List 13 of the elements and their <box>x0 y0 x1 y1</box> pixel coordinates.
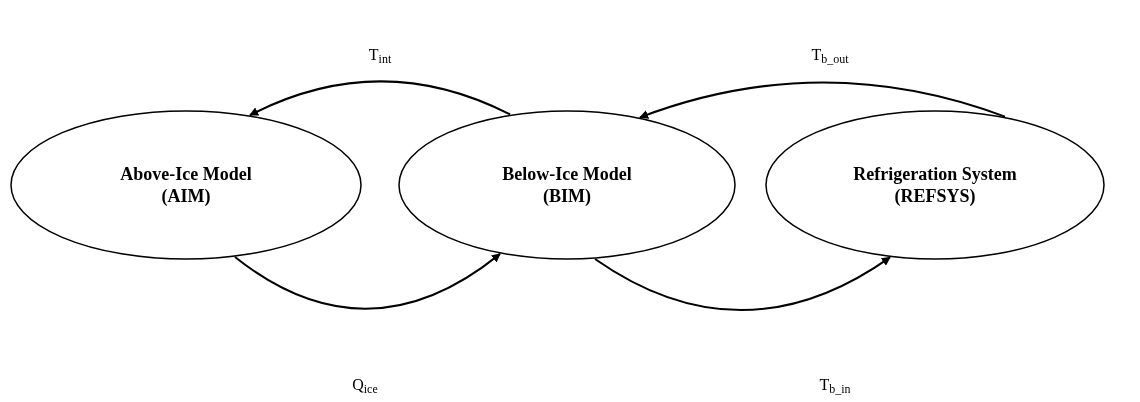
node-label: Refrigeration System <box>853 163 1017 185</box>
node-label: (REFSYS) <box>894 185 976 207</box>
ellipse-node <box>398 110 736 260</box>
node-label: Above-Ice Model <box>120 163 252 185</box>
curved-arrow <box>594 256 891 312</box>
curved-arrow <box>639 81 1006 119</box>
ellipse-node <box>10 110 362 260</box>
node-label: (BIM) <box>543 185 591 207</box>
curved-arrow <box>249 80 511 117</box>
node-label: Below-Ice Model <box>502 163 632 185</box>
curved-arrow <box>234 252 501 310</box>
node-label: (AIM) <box>161 185 211 207</box>
ellipse-node <box>765 110 1105 260</box>
